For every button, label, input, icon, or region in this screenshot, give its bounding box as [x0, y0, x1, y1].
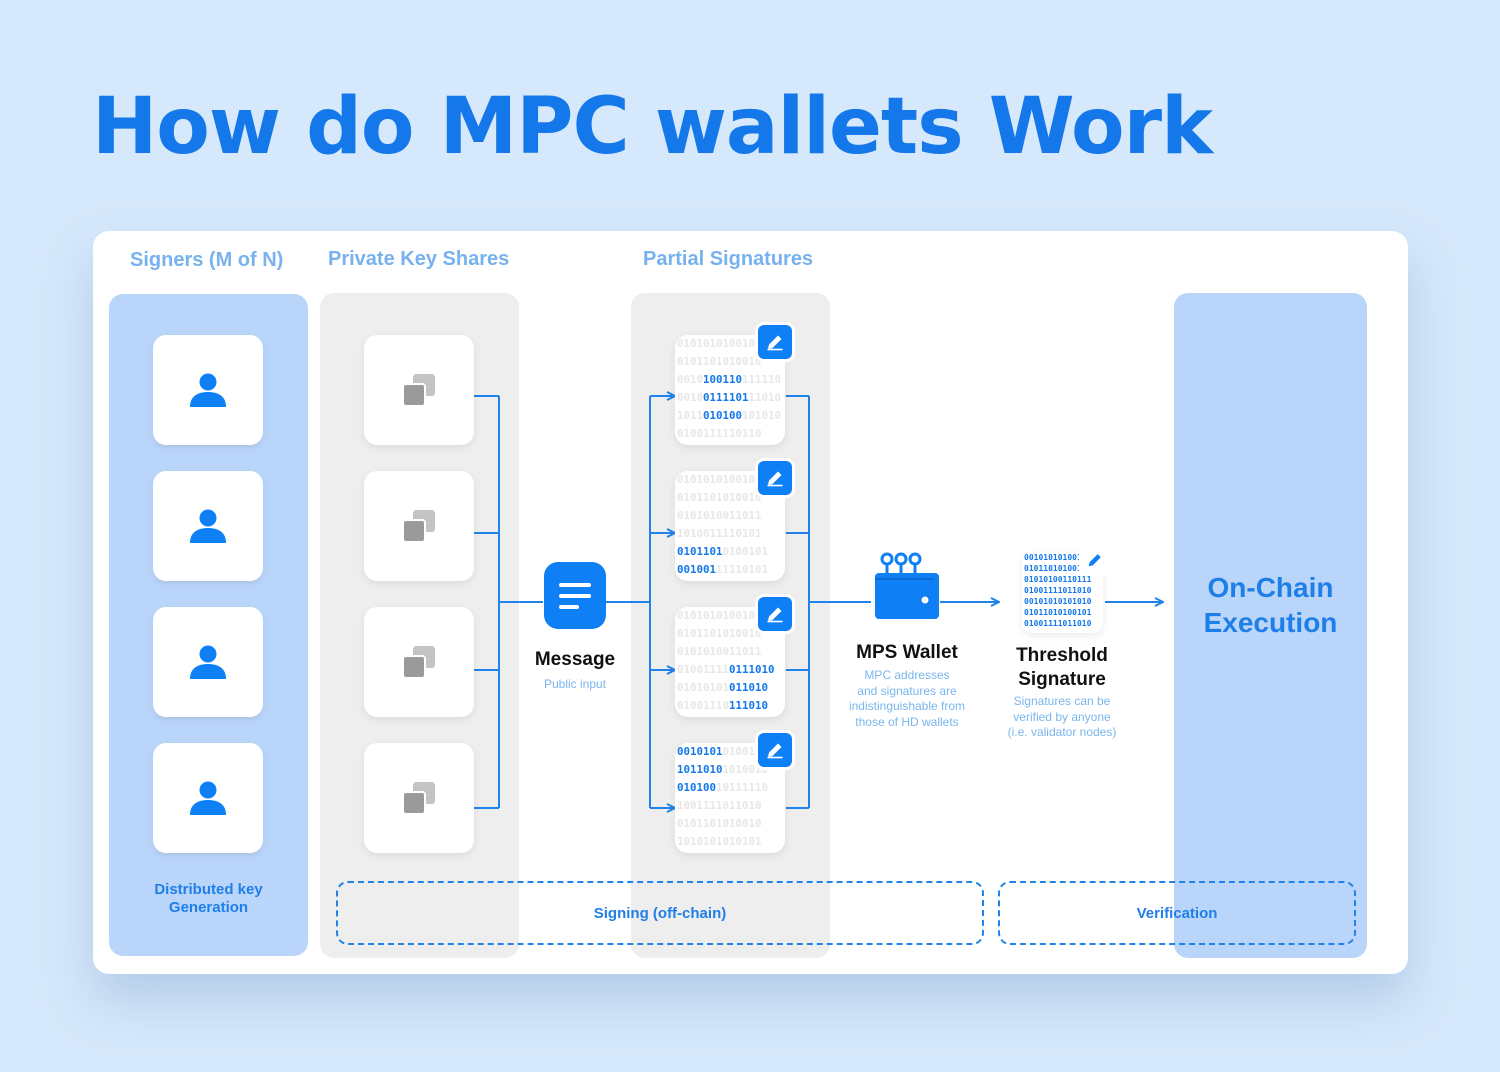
message-icon	[544, 562, 606, 629]
key-share-tile	[364, 607, 474, 717]
wallet-icon	[875, 552, 939, 619]
key-shares-label: Private Key Shares	[328, 248, 510, 270]
signer-tile	[153, 335, 263, 445]
partial-signatures-label: Partial Signatures	[643, 248, 814, 270]
user-icon	[190, 373, 226, 407]
threshold-sub: Signatures can be verified by anyone (i.…	[1007, 694, 1117, 739]
connector-lines	[474, 231, 1408, 974]
diagram-card: Signers (M of N) Private Key Shares Part…	[93, 231, 1408, 974]
pencil-icon	[1079, 544, 1111, 576]
pencil-icon	[758, 461, 792, 495]
key-share-icon	[402, 510, 435, 543]
pencil-icon	[758, 733, 792, 767]
wallet-sub: MPC addresses and signatures are indisti…	[848, 668, 966, 729]
message-label: Message	[534, 649, 616, 670]
partial-signature-tile: 00101010100101 10110101010010 0101001011…	[675, 743, 785, 853]
signer-tile	[153, 607, 263, 717]
key-share-icon	[402, 374, 435, 407]
key-share-icon	[402, 782, 435, 815]
key-share-tile	[364, 335, 474, 445]
key-share-tile	[364, 743, 474, 853]
user-icon	[190, 645, 226, 679]
threshold-label: Threshold Signature	[1016, 645, 1108, 690]
partial-signature-tile: 0101010100101 0101101010010 010101001101…	[675, 471, 785, 581]
verification-phase-box: Verification	[998, 881, 1356, 945]
signing-phase-box: Signing (off-chain)	[336, 881, 984, 945]
verification-phase-label: Verification	[1136, 904, 1218, 922]
signers-label: Signers (M of N)	[130, 249, 284, 271]
signer-tile	[153, 471, 263, 581]
user-icon	[190, 781, 226, 815]
signing-phase-label: Signing (off-chain)	[593, 904, 727, 922]
page-title: How do MPC wallets Work	[92, 82, 1213, 172]
onchain-label: On-Chain Execution	[1203, 572, 1338, 638]
user-icon	[190, 509, 226, 543]
signers-footer: Distributed key Generation	[154, 881, 263, 916]
signer-tile	[153, 743, 263, 853]
key-share-tile	[364, 471, 474, 581]
wallet-label: MPS Wallet	[856, 642, 958, 663]
key-share-icon	[402, 646, 435, 679]
pencil-icon	[758, 597, 792, 631]
onchain-panel	[1174, 293, 1367, 958]
message-sub: Public input	[543, 677, 607, 691]
pencil-icon	[758, 325, 792, 359]
